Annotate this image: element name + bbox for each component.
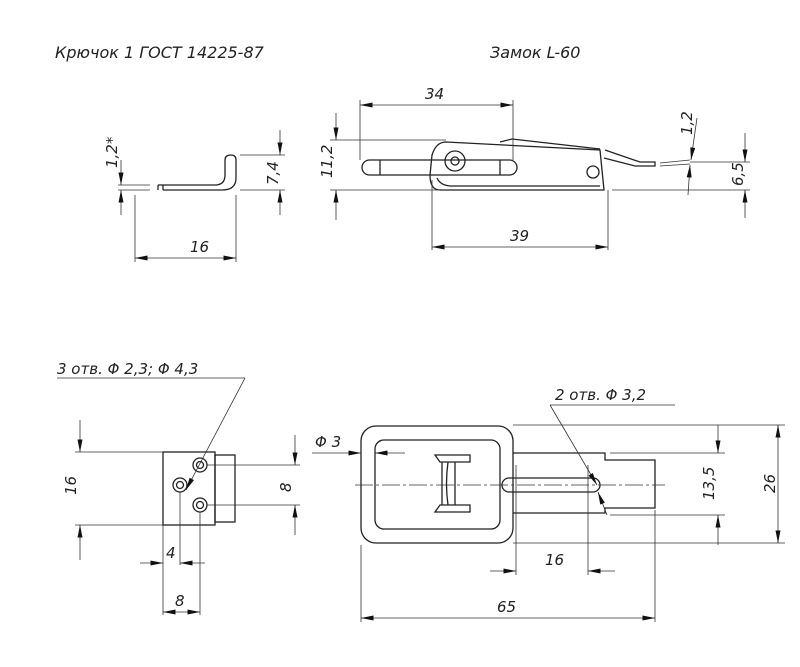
total-width-dim: 26	[761, 474, 779, 493]
hook-thickness-dim: 1,2*	[103, 136, 121, 168]
hook-plan-view: 3 отв. Φ 2,3; Φ 4,3 16 8 4 8	[57, 360, 300, 615]
latch-holes-note: 2 отв. Φ 3,2	[555, 386, 646, 404]
latch-height-dim: 11,2	[318, 145, 336, 178]
hook-holes-note: 3 отв. Φ 2,3; Φ 4,3	[57, 360, 198, 378]
hook-length-dim: 16	[190, 238, 209, 256]
lever-length-dim: 34	[425, 85, 444, 103]
slot-spacing-dim: 16	[545, 551, 564, 569]
base-length-dim: 39	[510, 227, 529, 245]
total-length-dim: 65	[497, 598, 516, 616]
latch-title: Замок L-60	[490, 43, 580, 62]
hook-side-view: 1,2* 7,4 16	[103, 130, 285, 262]
hook-width-dim: 16	[62, 476, 80, 495]
hole-offset-dim: 4	[166, 544, 176, 562]
hook-height-dim: 7,4	[264, 161, 282, 185]
hook-title: Крючок 1 ГОСТ 14225-87	[55, 43, 265, 62]
hole-spacing-dim: 8	[277, 482, 295, 492]
wire-diameter-dim: Φ 3	[315, 433, 341, 451]
tip-thickness-dim: 1,2	[678, 111, 696, 135]
latch-side-view: 34 11,2 39 6,5 1,2	[318, 85, 750, 250]
latch-plan-view: 16 65 Φ 3 2 отв. Φ 3,2 13,5 26	[312, 386, 785, 622]
plate-width-dim: 13,5	[700, 467, 718, 500]
hook-length-plan-dim: 8	[175, 592, 185, 610]
base-height-dim: 6,5	[729, 162, 747, 186]
